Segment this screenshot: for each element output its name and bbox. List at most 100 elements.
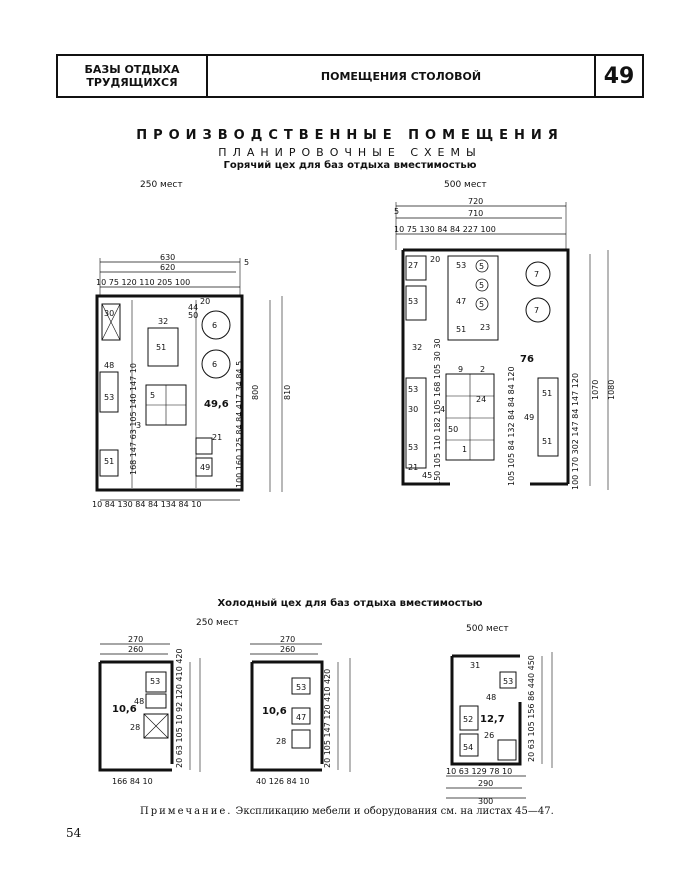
cold-large-capacity: 500 мест: [466, 624, 509, 634]
hot-large-label-53d: 53: [408, 443, 418, 452]
hot-small-dim-right: 100 160 125 84 84 417 34 84 5: [235, 361, 244, 488]
hot-large-label-53a: 53: [408, 297, 418, 306]
cold-a-label-53: 53: [150, 677, 160, 686]
cold-plan-c-labels: 290 300 10 63 129 78 10 12,7 31 53 48 52…: [446, 655, 536, 806]
hot-large-plan: [395, 202, 609, 490]
hot-small-dim-bottom: 10 84 130 84 84 134 84 10: [92, 500, 201, 509]
hot-large-dim-mid: 105 105 84 132 84 84 84 120: [507, 366, 516, 486]
cold-b-dim-bottom: 40 126 84 10: [256, 777, 309, 786]
cold-c-label-52: 52: [463, 715, 473, 724]
cold-b-dim-outer: 270: [280, 635, 295, 644]
cold-small-capacity: 250 мест: [196, 618, 239, 628]
hot-small-label-5: 5: [150, 391, 155, 400]
hot-large-label-7b: 7: [534, 306, 539, 315]
hot-large-label-47: 47: [456, 297, 466, 306]
hot-small-label-6b: 6: [212, 360, 217, 369]
section-title: БАЗЫ ОТДЫХА ТРУДЯЩИХСЯ: [58, 56, 208, 96]
hot-small-label-20: 20: [200, 297, 210, 306]
hot-large-area: 76: [520, 354, 534, 365]
hot-large-label-21: 21: [408, 463, 418, 472]
cold-b-label-47: 47: [296, 713, 306, 722]
hot-large-dim-total-inner: 1070: [591, 380, 600, 400]
hot-large-label-4: 4: [440, 405, 445, 414]
hot-small-label-3: 3: [136, 421, 141, 430]
hot-small-dim-total-inner: 800: [251, 385, 260, 400]
hot-large-label-7a: 7: [534, 270, 539, 279]
sheet-header: БАЗЫ ОТДЫХА ТРУДЯЩИХСЯ ПОМЕЩЕНИЯ СТОЛОВО…: [56, 54, 644, 98]
cold-c-dim-inner: 290: [478, 779, 493, 788]
hot-small-dim-inner: 620: [160, 263, 175, 272]
cold-plan-a-labels: 270 260 10,6 53 48 28 20 63 105 10 92 12…: [112, 635, 184, 786]
hot-large-label-53c: 53: [408, 385, 418, 394]
cold-b-area: 10,6: [262, 706, 287, 717]
hot-small-label-44: 44: [188, 303, 198, 312]
hot-small-label-50: 50: [188, 311, 198, 320]
hot-large-label-51: 51: [456, 325, 466, 334]
section-title-line1: БАЗЫ ОТДЫХА: [84, 63, 180, 76]
cold-a-dim-right: 20 63 105 10 92 120 410 420: [175, 648, 184, 768]
hot-large-label-5b: 5: [479, 281, 484, 290]
hot-large-label-5a: 5: [479, 262, 484, 271]
cold-b-label-28: 28: [276, 737, 286, 746]
hot-small-label-49: 49: [200, 463, 210, 472]
cold-b-dim-right: 20 105 147 120 410 420: [323, 669, 332, 768]
cold-plan-b-labels: 270 260 10,6 53 47 28 20 105 147 120 410…: [256, 635, 332, 786]
hot-large-labels: 720 710 10 75 130 84 84 227 100 5 1070 1…: [394, 197, 616, 490]
hot-small-label-32: 32: [158, 317, 168, 326]
hot-large-label-32: 32: [412, 343, 422, 352]
hot-small-label-53: 53: [104, 393, 114, 402]
cold-a-label-28: 28: [130, 723, 140, 732]
hot-large-label-51b: 51: [542, 389, 552, 398]
cold-a-dim-inner: 260: [128, 645, 143, 654]
hot-large-label-27: 27: [408, 261, 418, 270]
hot-large-label-5c: 5: [479, 300, 484, 309]
hot-large-label-53b: 53: [456, 261, 466, 270]
hot-shop-title: Горячий цех для баз отдыха вместимостью: [223, 160, 477, 171]
cold-c-label-54: 54: [463, 743, 473, 752]
hot-large-label-45: 45: [422, 471, 432, 480]
hot-small-capacity: 250 мест: [140, 180, 183, 190]
hot-large-label-50: 50: [448, 425, 458, 434]
sub-title: ПЛАНИРОВОЧНЫЕ СХЕМЫ: [218, 146, 482, 159]
hot-large-label-30: 30: [408, 405, 418, 414]
hot-small-label-48: 48: [104, 361, 114, 370]
hot-large-label-24: 24: [476, 395, 486, 404]
hot-small-label-6a: 6: [212, 321, 217, 330]
cold-c-dim-right: 20 63 105 156 86 440 450: [527, 655, 536, 762]
hot-large-dim-inner: 710: [468, 209, 483, 218]
cold-c-dim-outer: 300: [478, 797, 493, 806]
hot-large-label-1: 1: [462, 445, 467, 454]
cold-a-label-48: 48: [134, 697, 144, 706]
footnote: Примечание. Экспликацию мебели и оборудо…: [140, 806, 554, 817]
hot-small-label-51: 51: [156, 343, 166, 352]
cold-a-dim-outer: 270: [128, 635, 143, 644]
hot-large-dim-total-outer: 1080: [607, 380, 616, 400]
hot-large-capacity: 500 мест: [444, 180, 487, 190]
cold-c-dim-bottom: 10 63 129 78 10: [446, 767, 512, 776]
hot-small-dim-left: 168 147 63 105 140 147 10: [129, 363, 138, 475]
cold-c-label-26: 26: [484, 731, 494, 740]
cold-a-area: 10,6: [112, 704, 137, 715]
topic-title: ПОМЕЩЕНИЯ СТОЛОВОЙ: [208, 56, 596, 96]
hot-large-dim-right: 100 170 302 147 84 147 120: [571, 373, 580, 490]
cold-b-label-53: 53: [296, 683, 306, 692]
hot-large-dim-side: 5: [394, 207, 399, 216]
hot-small-label-21: 21: [212, 433, 222, 442]
hot-small-plan: [95, 258, 283, 501]
cold-shop-title: Холодный цех для баз отдыха вместимостью: [217, 598, 483, 609]
hot-small-labels: 630 620 10 75 120 110 205 100 5 800 810 …: [92, 253, 292, 509]
hot-small-dim-total-outer: 810: [283, 385, 292, 400]
footnote-prefix: Примечание.: [140, 806, 233, 817]
cold-plan-c: [446, 652, 553, 799]
cold-c-label-48: 48: [486, 693, 496, 702]
hot-small-dim-side: 5: [244, 258, 249, 267]
hot-large-dim-outer: 720: [468, 197, 483, 206]
hot-large-label-9: 9: [458, 365, 463, 374]
hot-small-label-51b: 51: [104, 457, 114, 466]
cold-plan-a: [98, 643, 201, 772]
section-title-line2: ТРУДЯЩИХСЯ: [86, 76, 178, 89]
cold-b-dim-inner: 260: [280, 645, 295, 654]
cold-c-area: 12,7: [480, 714, 505, 725]
hot-large-label-49: 49: [524, 413, 534, 422]
